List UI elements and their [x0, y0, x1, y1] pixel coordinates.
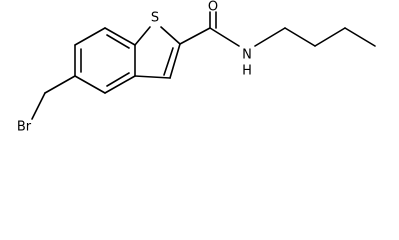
- oxygen-atom-label: O: [208, 0, 218, 15]
- bond-s-c2: [160, 26, 181, 45]
- bond-c2-c3: [169, 43, 181, 79]
- bond-c1-c2: [284, 27, 316, 47]
- bond-double-inner-3: [106, 72, 130, 87]
- bond-c3-c7a: [134, 75, 171, 79]
- bond-c3a-c4: [104, 27, 136, 46]
- bond-n-c1: [254, 27, 286, 47]
- bond-c2-c3-chain: [314, 27, 346, 47]
- sulfur-atom-label: S: [151, 11, 159, 26]
- bromine-atom-label: Br: [17, 120, 32, 135]
- bond-carbonyl-n: [209, 27, 240, 47]
- nitrogen-atom-label: N: [242, 48, 252, 63]
- bond-c2-c3-double: [163, 47, 174, 76]
- bond-c2-carbonyl: [179, 27, 211, 45]
- molecule-structure-diagram: Br S O N H: [17, 0, 376, 135]
- bond-c5-c6: [44, 75, 76, 94]
- bond-c4-c5: [74, 27, 106, 46]
- bond-c6-c7: [74, 75, 106, 94]
- bond-double-inner-2: [106, 34, 130, 49]
- bond-c3-c4-chain: [344, 27, 376, 47]
- bond-c3a-s: [134, 26, 151, 46]
- hydrogen-atom-label: H: [242, 64, 252, 79]
- bond-c7-c7a: [104, 75, 136, 94]
- bond-c-br: [31, 92, 46, 120]
